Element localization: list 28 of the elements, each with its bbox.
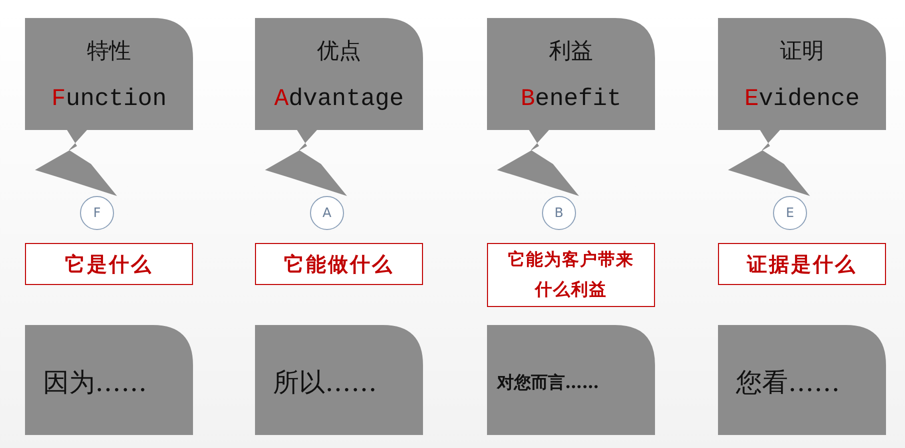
english-term: Advantage (273, 86, 405, 113)
letter-circle: F (80, 196, 114, 230)
letter-circle: E (773, 196, 807, 230)
speech-bubble (255, 18, 423, 198)
speech-bubble (25, 18, 193, 198)
phrase-text: 所以…… (273, 367, 378, 400)
question-label: 它能做什么 (255, 243, 423, 285)
phrase-text: 因为…… (43, 367, 148, 400)
question-label: 它是什么 (25, 243, 193, 285)
heading-text: 证明 (779, 38, 825, 66)
english-term: Benefit (520, 86, 622, 113)
english-term: Evidence (743, 86, 861, 113)
heading-text: 利益 (548, 38, 594, 66)
speech-bubble (718, 18, 886, 198)
phrase-card (718, 325, 886, 435)
phrase-card (255, 325, 423, 435)
phrase-text: 对您而言…… (497, 372, 600, 394)
english-term: Function (50, 86, 168, 113)
question-label: 证据是什么 (718, 243, 886, 285)
speech-bubble (487, 18, 655, 198)
phrase-card (487, 325, 655, 435)
phrase-text: 您看…… (736, 367, 841, 400)
question-label: 它能为客户带来什么利益 (487, 243, 655, 307)
letter-circle: A (310, 196, 344, 230)
phrase-card (25, 325, 193, 435)
heading-text: 优点 (316, 38, 362, 66)
heading-text: 特性 (86, 38, 132, 66)
letter-circle: B (542, 196, 576, 230)
